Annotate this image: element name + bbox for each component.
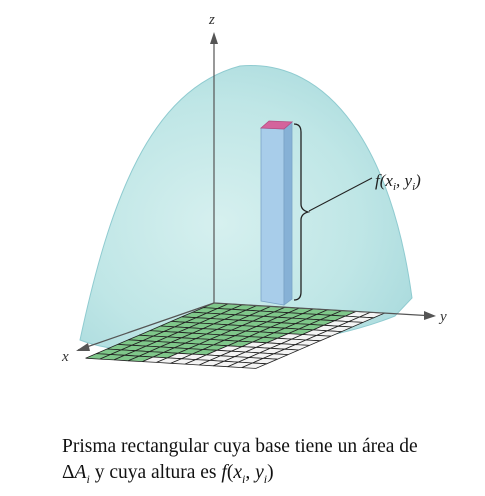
surface-diagram: z y x f(xi, yi): [61, 12, 447, 369]
x-axis-arrow: [76, 343, 90, 351]
y-axis-arrow: [424, 311, 436, 320]
y-axis-label: y: [438, 309, 447, 325]
caption-line-2: ΔAi y cuya altura es f(xi, yi): [62, 462, 274, 486]
caption: Prisma rectangular cuya base tiene un ár…: [62, 434, 472, 492]
prism-side-face: [283, 121, 293, 306]
prism-front-face: [260, 127, 285, 306]
x-axis: [77, 302, 215, 351]
x-axis-label: x: [61, 349, 69, 365]
label-leader-line: [308, 177, 373, 212]
prism-top-face: [259, 120, 294, 130]
rectangular-prism: [259, 120, 294, 306]
function-label: f(xi, yi): [375, 171, 421, 193]
z-axis-arrow: [210, 32, 218, 44]
base-grid: [85, 302, 385, 369]
z-axis-label: z: [208, 12, 215, 28]
y-axis: [213, 302, 435, 317]
height-brace: [293, 123, 311, 301]
grid-cell: [241, 362, 267, 369]
caption-line-1: Prisma rectangular cuya base tiene un ár…: [62, 436, 418, 457]
